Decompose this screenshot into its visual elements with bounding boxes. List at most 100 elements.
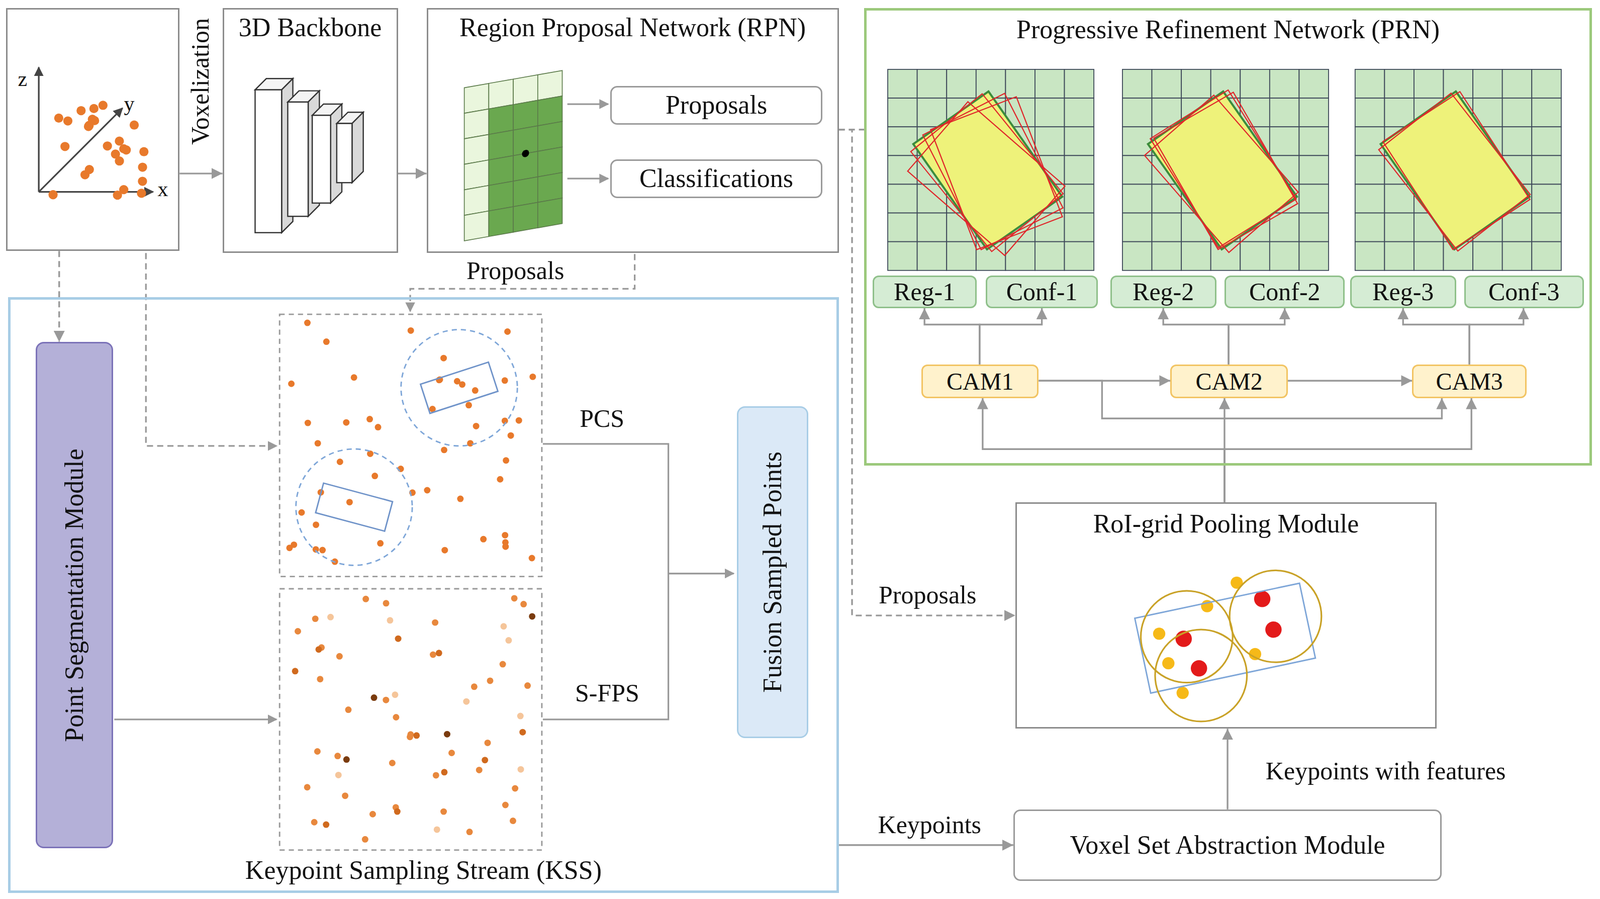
head-box: Reg-1 [872, 275, 977, 309]
point [54, 113, 64, 123]
point [515, 417, 523, 424]
bev-cell [1531, 241, 1562, 271]
grid-ball [1141, 590, 1234, 683]
sampled-point [361, 835, 369, 843]
sampled-point [431, 619, 439, 626]
point [319, 546, 326, 554]
node-title: Reg-3 [1372, 277, 1434, 307]
point [89, 104, 99, 114]
sampled-point [433, 825, 441, 833]
bev-cell [1269, 69, 1300, 99]
key-point [1265, 621, 1282, 638]
proposal-box [420, 361, 499, 414]
bev-cell [1355, 155, 1385, 184]
edge-label: Voxelization [185, 15, 214, 148]
bev-cell [1384, 213, 1415, 242]
sampled-point [486, 677, 494, 684]
node-title: Voxel Set Abstraction Module [1069, 829, 1385, 861]
connector [979, 308, 1043, 365]
layer-front [336, 123, 352, 183]
point [371, 472, 379, 480]
anchor-cell [464, 185, 490, 216]
anchor-cell [537, 146, 563, 177]
bev-cell [1384, 241, 1415, 271]
connector [398, 172, 427, 174]
sampled-point [517, 712, 524, 720]
anchor-cell [488, 130, 514, 160]
point [453, 378, 461, 385]
sampled-point [315, 645, 323, 653]
output-box: Classifications [610, 159, 823, 199]
sampled-point [395, 635, 402, 642]
point [60, 141, 70, 151]
node-title: Progressive Refinement Network (PRN) [1016, 14, 1440, 45]
vertical-title: Point Segmentation Module [59, 448, 90, 742]
sampled-point [505, 636, 512, 644]
bev-cell [1355, 241, 1385, 271]
anchor-cell [464, 83, 490, 114]
bev-cell [1152, 213, 1182, 242]
anchor-cell [464, 109, 490, 139]
bev-cell [1298, 69, 1329, 99]
bev-cell [1122, 126, 1153, 156]
sampled-point [435, 649, 443, 656]
bev-cell [1034, 241, 1065, 271]
sampled-point [362, 595, 369, 603]
node-title: CAM1 [946, 367, 1014, 396]
anchor-cell [537, 70, 563, 101]
proposal-box [315, 483, 393, 532]
bev-cell [1034, 69, 1065, 99]
sampled-point [484, 739, 492, 746]
sampled-point [440, 768, 448, 776]
point [366, 450, 374, 457]
point [111, 149, 121, 159]
refined-box [1382, 91, 1531, 250]
connector [924, 308, 980, 365]
bev-cell [946, 69, 977, 99]
refined-box [1144, 95, 1299, 253]
sampled-point [481, 756, 489, 764]
point [323, 338, 330, 345]
layer-front [254, 89, 282, 233]
point [63, 116, 73, 126]
sampled-point [500, 622, 507, 630]
head-box: Conf-1 [985, 275, 1098, 309]
anchor-cell [537, 172, 563, 203]
key-point [1254, 590, 1271, 607]
bev-cell [1531, 183, 1562, 213]
ground-truth-box [1380, 91, 1530, 250]
sampled-point [466, 828, 474, 835]
sampled-point [471, 683, 478, 690]
sampled-point [432, 771, 440, 779]
point [136, 188, 146, 198]
bev-cell [1298, 241, 1329, 271]
cam-box: CAM3 [1412, 364, 1527, 399]
point [465, 401, 473, 409]
bev-cell [1502, 213, 1533, 242]
bev-cell [1531, 69, 1562, 99]
connector [58, 250, 60, 342]
bev-cell [1269, 98, 1300, 127]
ground-truth-box [913, 91, 1063, 250]
sampled-point [294, 627, 302, 635]
bev-cell [1181, 69, 1211, 99]
sampled-point [383, 599, 390, 607]
backbone-box: 3D Backbone [222, 8, 399, 253]
bev-cell [1298, 183, 1329, 213]
node-title: Conf-2 [1249, 277, 1321, 307]
sampled-point [316, 675, 324, 683]
bev-cell [887, 213, 918, 242]
fusion-wire [542, 443, 734, 720]
point [502, 456, 510, 464]
prn-panel: Progressive Refinement Network (PRN) Reg-… [864, 8, 1592, 465]
head-box: Reg-3 [1350, 275, 1457, 309]
node-title: Proposals [665, 89, 768, 121]
sampled-point [443, 730, 451, 738]
kss-panel: Keypoint Sampling Stream (KSS)Point Segm… [8, 297, 839, 894]
point [121, 145, 131, 155]
point [504, 328, 511, 335]
sampled-point [476, 766, 483, 774]
dashed-arrow [145, 252, 277, 446]
bev-cell [1064, 155, 1095, 184]
